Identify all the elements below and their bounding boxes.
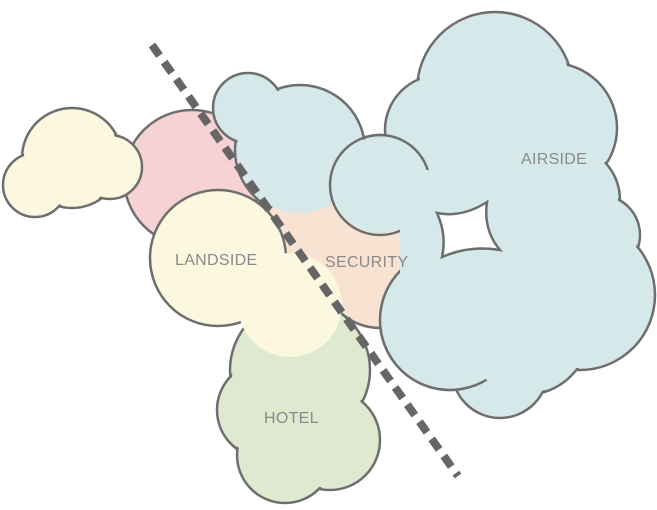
airside-label: AIRSIDE <box>521 151 587 168</box>
divider-line <box>148 42 462 479</box>
hotel-label: HOTEL <box>264 410 319 427</box>
landside-label: LANDSIDE <box>175 252 257 269</box>
security-label: SECURITY <box>325 254 408 271</box>
security-bubble <box>237 87 653 393</box>
landside-bubble <box>148 188 342 357</box>
yellow-zone-bubble <box>1 106 144 219</box>
hotel-bubble <box>215 298 382 505</box>
